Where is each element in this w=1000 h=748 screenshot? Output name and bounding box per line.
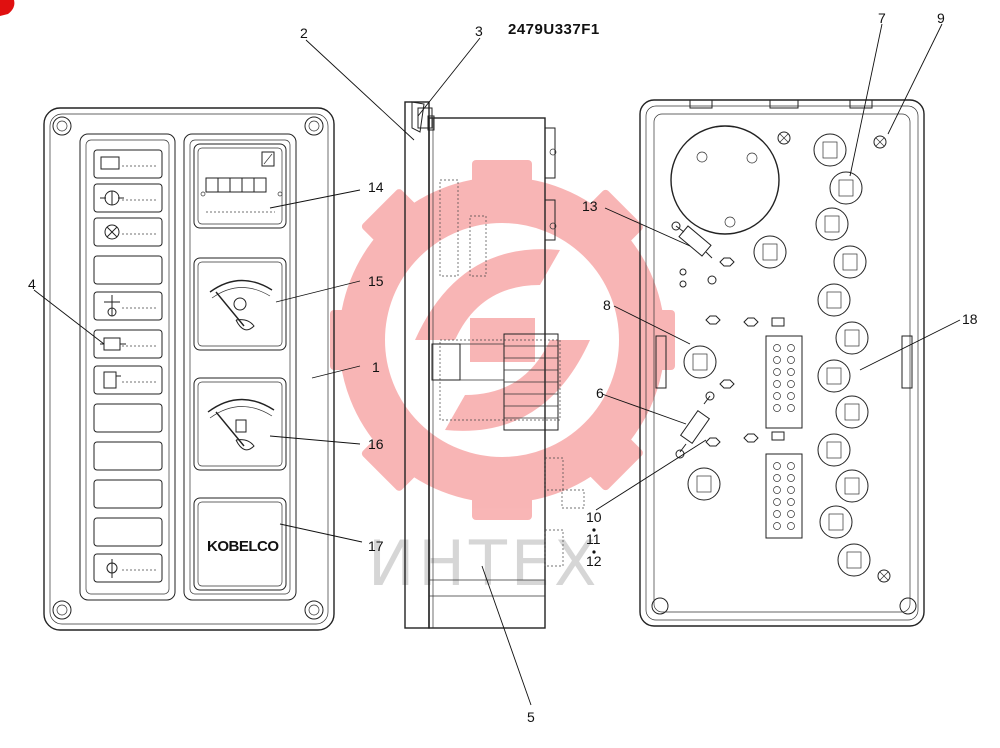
- panel-screw: [304, 116, 324, 136]
- part-number: 2479U337F1: [508, 21, 600, 38]
- callout-5: 5: [527, 709, 535, 725]
- callout-9: 9: [937, 10, 945, 26]
- front-panel: KOBELCO: [43, 107, 335, 631]
- callout-4: 4: [28, 276, 36, 292]
- terminal-block-lower: [765, 453, 803, 539]
- callout-dot: [592, 550, 596, 554]
- logo-plate: KOBELCO: [193, 497, 287, 591]
- callout-8: 8: [603, 297, 611, 313]
- panel-screw: [304, 600, 324, 620]
- preheat-icon: [106, 559, 118, 578]
- callout-2: 2: [300, 25, 308, 41]
- callout-17: 17: [368, 538, 384, 554]
- resistor-6: [675, 391, 715, 459]
- callouts: 1 2 3 4 5 6 7 8 9 10 11 12 13 14 15 16 1…: [28, 10, 978, 725]
- lamp-sockets: [683, 133, 871, 577]
- fuel-icon: [103, 371, 121, 389]
- corner-marker: [0, 0, 15, 16]
- callout-16: 16: [368, 436, 384, 452]
- callout-7: 7: [878, 10, 886, 26]
- engine-oil-icon: [100, 190, 124, 206]
- resistor-13: [671, 221, 717, 285]
- heat-sink: [431, 333, 559, 431]
- rear-view: [639, 99, 925, 627]
- hour-meter: [193, 143, 287, 229]
- watermark-text: ИНТЕХ: [368, 527, 601, 600]
- callout-dot: [592, 528, 596, 532]
- watermark-logo: [330, 160, 675, 520]
- callout-3: 3: [475, 23, 483, 39]
- warning-light-column: [93, 149, 163, 583]
- brand-logo: KOBELCO: [207, 538, 279, 555]
- battery-icon: [100, 156, 120, 170]
- callout-6: 6: [596, 385, 604, 401]
- leader-lines: [33, 23, 961, 706]
- callout-14: 14: [368, 179, 384, 195]
- fuel-gauge: [193, 377, 287, 471]
- callout-13: 13: [582, 198, 598, 214]
- terminal-block-upper: [765, 317, 803, 441]
- callout-15: 15: [368, 273, 384, 289]
- callout-11: 11: [586, 531, 601, 547]
- temperature-icon: [104, 295, 120, 317]
- air-filter-icon: [104, 224, 120, 240]
- callout-18: 18: [962, 311, 978, 327]
- side-view: [404, 101, 585, 629]
- callout-1: 1: [372, 359, 380, 375]
- callout-10: 10: [586, 509, 602, 525]
- coolant-temperature-gauge: [193, 257, 287, 351]
- panel-screw: [52, 116, 72, 136]
- callout-12: 12: [586, 553, 602, 569]
- meter-body: [670, 125, 780, 235]
- panel-screw: [52, 600, 72, 620]
